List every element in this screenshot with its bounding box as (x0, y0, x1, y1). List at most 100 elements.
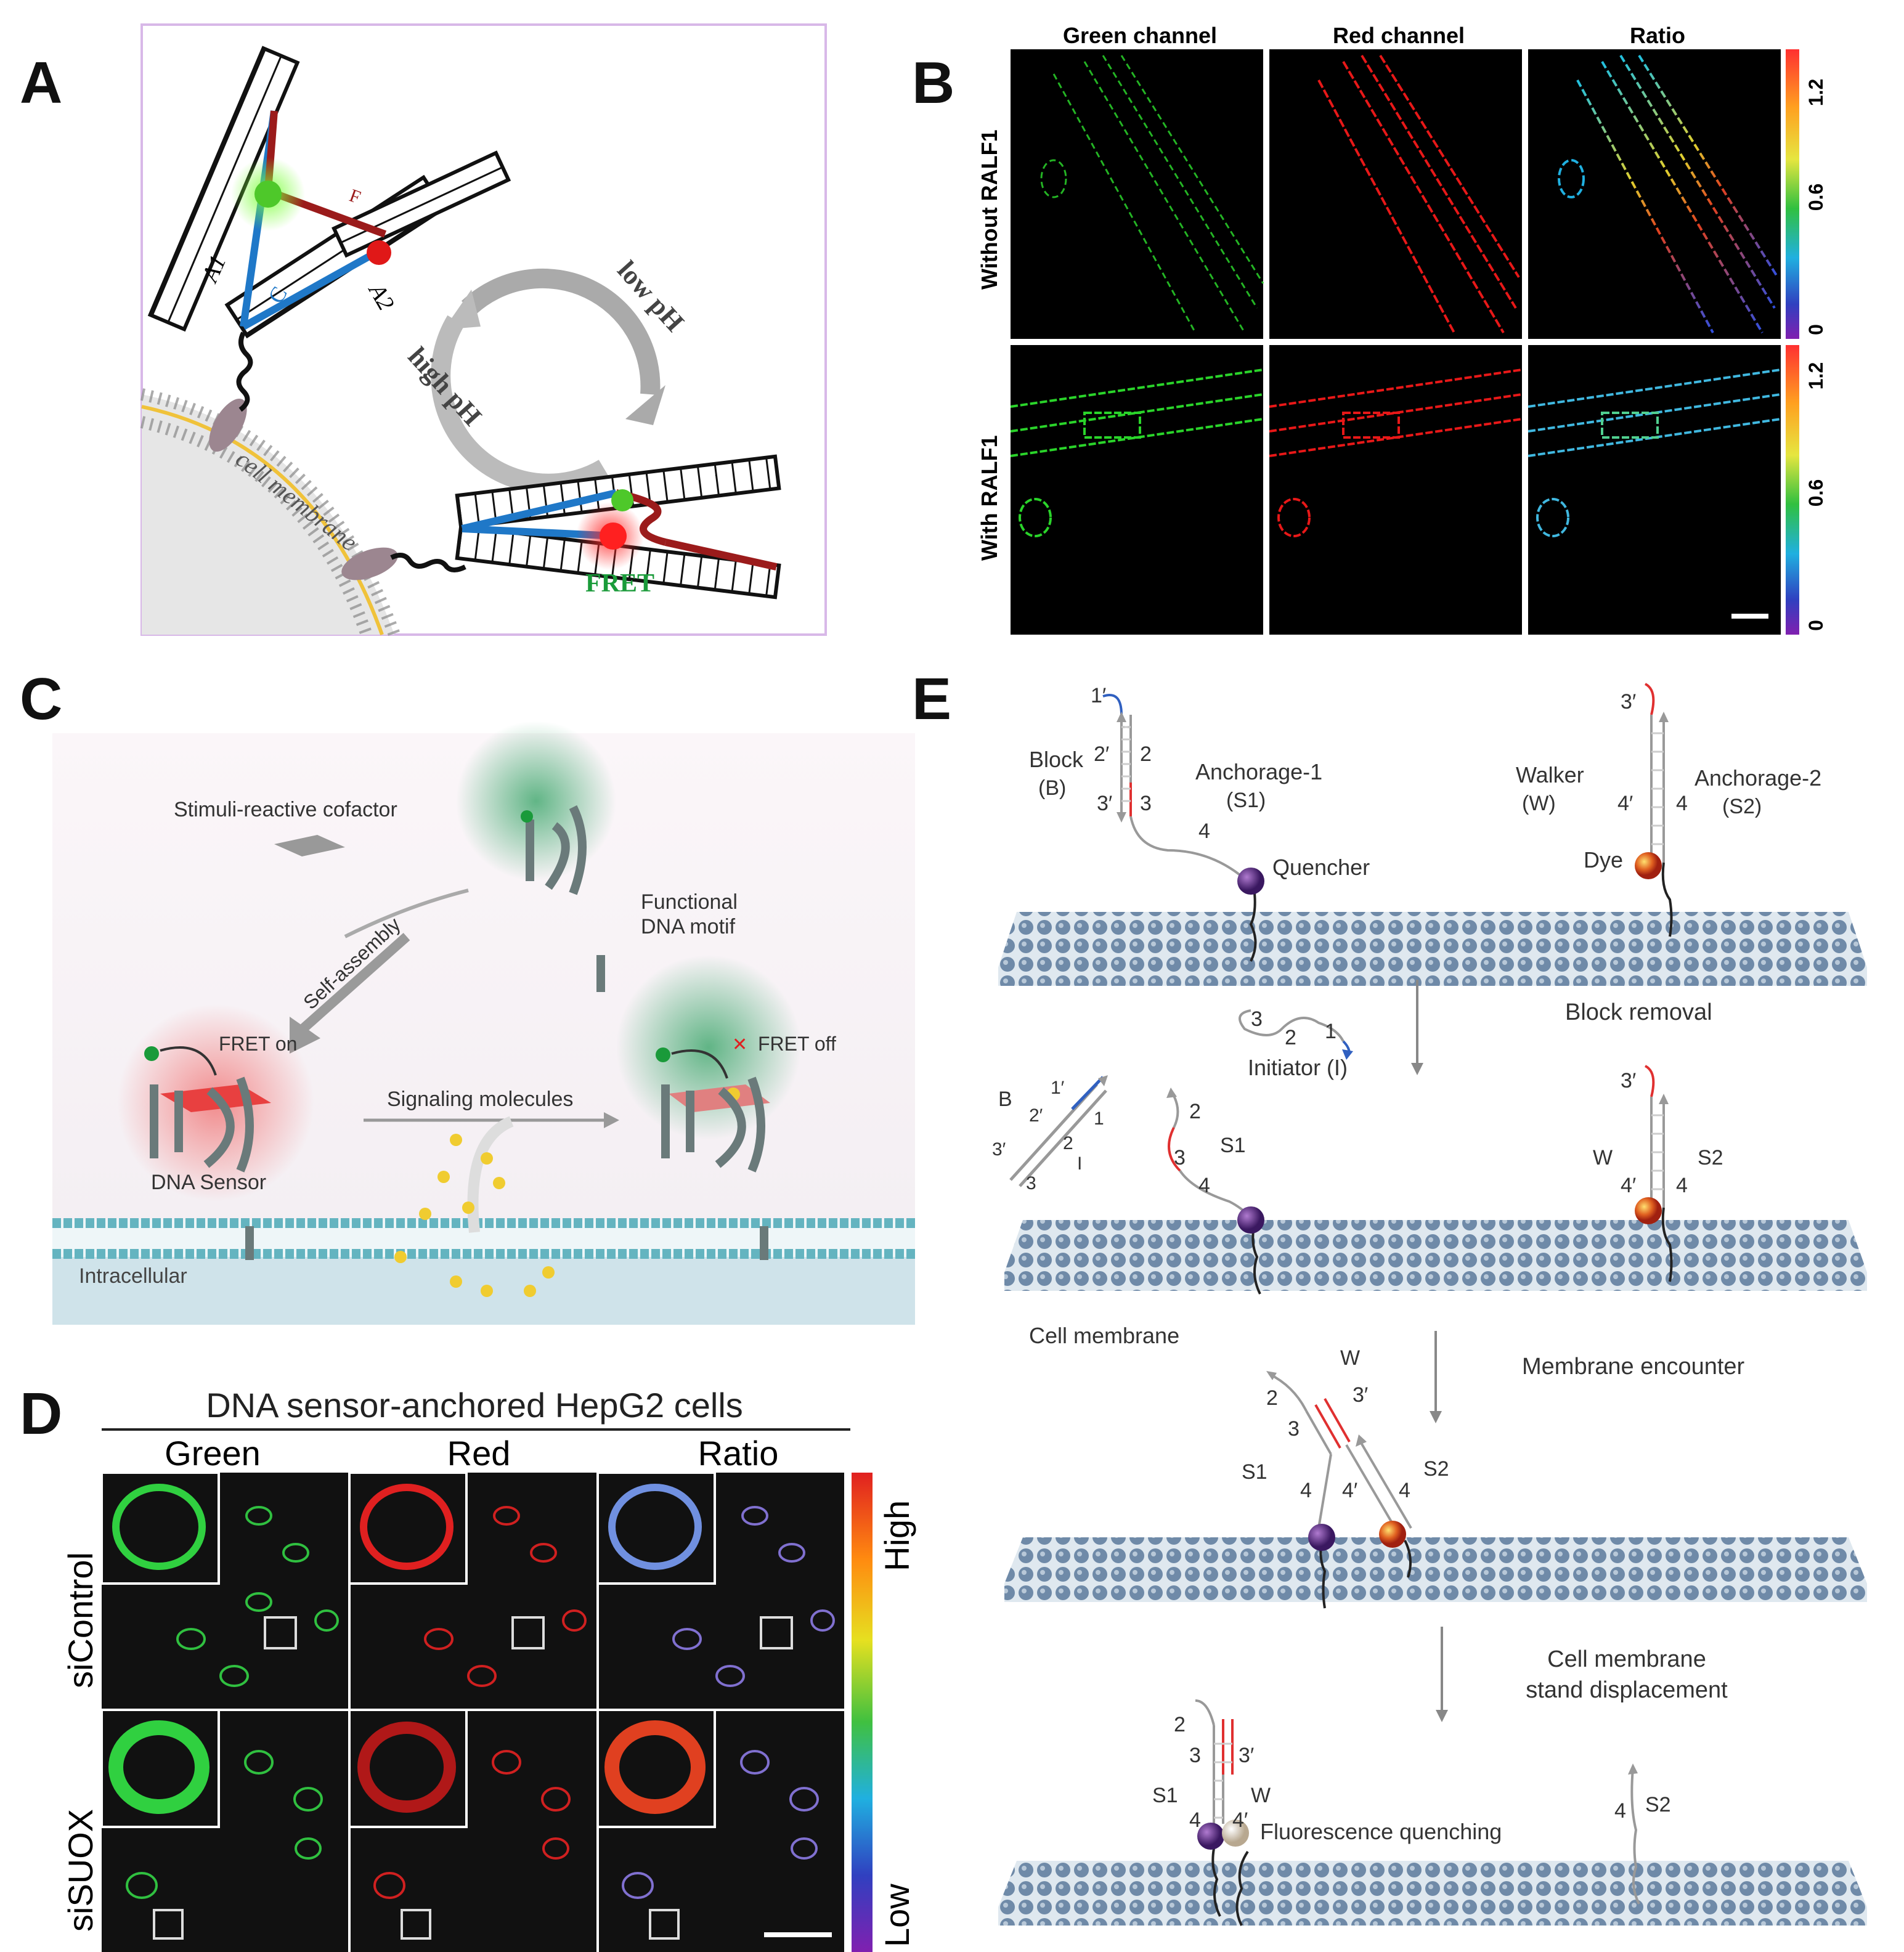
displacement-line-1: Cell membrane (1547, 1646, 1706, 1672)
e1-label-4: 4 (1198, 819, 1210, 843)
colorbar-d (852, 1473, 873, 1952)
dye-ball-2 (1635, 1197, 1662, 1224)
panel-c-letter: C (20, 666, 63, 732)
initiator-label: Initiator (I) (1248, 1055, 1348, 1080)
e3-3p: 3′ (1353, 1383, 1368, 1407)
panel-d-title: DNA sensor-anchored HepG2 cells (206, 1386, 743, 1425)
walker-label: Walker (1516, 762, 1584, 787)
col-red-channel: Red channel (1333, 23, 1465, 48)
quencher-ball-4 (1197, 1823, 1224, 1850)
panel-e-diagram: 1′ 2′ 3′ 2 3 4 Block (B) Anchorage-1 (S1… (992, 683, 1867, 1926)
image-ratio-with (1528, 345, 1781, 635)
membrane-e2 (1004, 1220, 1867, 1291)
cell-green-ctrl (112, 1484, 206, 1570)
row-without-ralf1: Without RALF1 (977, 129, 1002, 290)
e4-3p: 3′ (1239, 1744, 1254, 1767)
membrane-anchor-2 (341, 547, 398, 580)
fret-on-label: FRET on (219, 1033, 297, 1055)
quencher-ball-1 (1237, 868, 1264, 895)
image-red-with (1269, 345, 1522, 635)
w-abbr: (W) (1522, 792, 1556, 815)
colorbar-without (1786, 49, 1799, 339)
membrane-e3 (1004, 1537, 1867, 1602)
e2-s1-4: 4 (1198, 1174, 1210, 1197)
panel-d-letter: D (20, 1381, 63, 1447)
membrane-e1 (998, 912, 1867, 986)
e2-s1: S1 (1220, 1134, 1246, 1157)
panel-a-letter: A (20, 50, 63, 116)
initiator-2: 2 (1285, 1026, 1296, 1049)
e2-b: B (998, 1088, 1012, 1111)
e3-4p: 4′ (1342, 1479, 1357, 1502)
dye-label: Dye (1584, 847, 1623, 872)
block-label: Block (1029, 747, 1084, 772)
cell-membrane-e: Cell membrane (1029, 1323, 1179, 1348)
col-green: Green (165, 1434, 261, 1473)
col-ratio-d: Ratio (698, 1434, 779, 1473)
signaling-label: Signaling molecules (387, 1088, 573, 1111)
quencher-ball-2 (1237, 1206, 1264, 1234)
e1-label-2p: 2′ (1094, 742, 1109, 766)
e2-b3p: 3′ (992, 1139, 1006, 1160)
e4-s1: S1 (1152, 1784, 1178, 1807)
cell-red-suox (357, 1722, 456, 1813)
cell-body (142, 394, 394, 635)
membrane-e4 (998, 1861, 1867, 1926)
quenched-dye-ball (1222, 1820, 1249, 1847)
e4-4: 4 (1189, 1808, 1201, 1832)
functional-label-2: DNA motif (641, 915, 736, 938)
dna-sensor-fret-on (144, 1046, 271, 1260)
functional-label-1: Functional (641, 890, 738, 914)
cbar1-max: 1.2 (1805, 79, 1827, 106)
panel-e-letter: E (912, 666, 952, 732)
e3-4b: 4 (1399, 1479, 1410, 1502)
cell-ratio-suox (604, 1720, 706, 1814)
signaling-molecules (394, 1134, 555, 1297)
e2-w3p: 3′ (1621, 1069, 1636, 1092)
intracellular-label: Intracellular (79, 1264, 187, 1288)
s2-4: 4 (1676, 792, 1688, 815)
block-abbr: (B) (1038, 776, 1066, 800)
dna-sensor-label: DNA Sensor (151, 1171, 266, 1194)
colorbar-low: Low (877, 1884, 916, 1947)
e4-2: 2 (1174, 1713, 1186, 1736)
fluorescence-quenching-label: Fluorescence quenching (1260, 1819, 1502, 1844)
cell-green-suox (108, 1720, 210, 1814)
membrane-anchor-1 (209, 399, 247, 452)
panel-b-microscopy: Green channel Red channel Ratio Without … (977, 23, 1827, 635)
s2-abbr: (S2) (1722, 795, 1762, 818)
col-ratio: Ratio (1630, 23, 1685, 48)
e2-s1-2: 2 (1189, 1100, 1201, 1123)
image-green-with (1011, 345, 1263, 635)
e1-label-3p: 3′ (1097, 792, 1112, 815)
e3-s2: S2 (1423, 1457, 1449, 1481)
initiator-1: 1 (1325, 1020, 1336, 1043)
e4-s2: S2 (1645, 1793, 1671, 1816)
anchorage1-label: Anchorage-1 (1195, 759, 1322, 784)
colorbar-with (1786, 345, 1799, 635)
anchorage2-label: Anchorage-2 (1694, 765, 1821, 791)
cell-red-ctrl (360, 1484, 454, 1570)
fret-label: FRET (585, 569, 654, 598)
e3-3: 3 (1288, 1417, 1300, 1441)
e4-4p: 4′ (1232, 1808, 1248, 1832)
e3-2: 2 (1266, 1386, 1278, 1410)
image-ratio-without (1528, 49, 1781, 339)
col-red: Red (447, 1434, 511, 1473)
e3-4: 4 (1300, 1479, 1312, 1502)
cbar2-mid: 0.6 (1805, 479, 1827, 506)
displacement-line-2: stand displacement (1526, 1677, 1728, 1703)
s1-abbr: (S1) (1226, 789, 1266, 812)
e4-w: W (1251, 1784, 1271, 1807)
e2-w: W (1593, 1146, 1613, 1169)
bi-duplex (1009, 1075, 1108, 1187)
e1-label-3p-b: 3′ (1621, 690, 1636, 714)
e2-s1-3: 3 (1174, 1146, 1186, 1169)
block-removal-label: Block removal (1565, 999, 1712, 1025)
cofactor-label: Stimuli-reactive cofactor (174, 798, 397, 821)
image-green-without (1011, 49, 1263, 339)
closed-tweezer: FRET (390, 454, 781, 600)
dye-ball-3 (1379, 1521, 1406, 1548)
panel-c-diagram: Intracellular Stimuli-reactive cofactor … (52, 721, 915, 1325)
initiator-3: 3 (1251, 1007, 1263, 1031)
